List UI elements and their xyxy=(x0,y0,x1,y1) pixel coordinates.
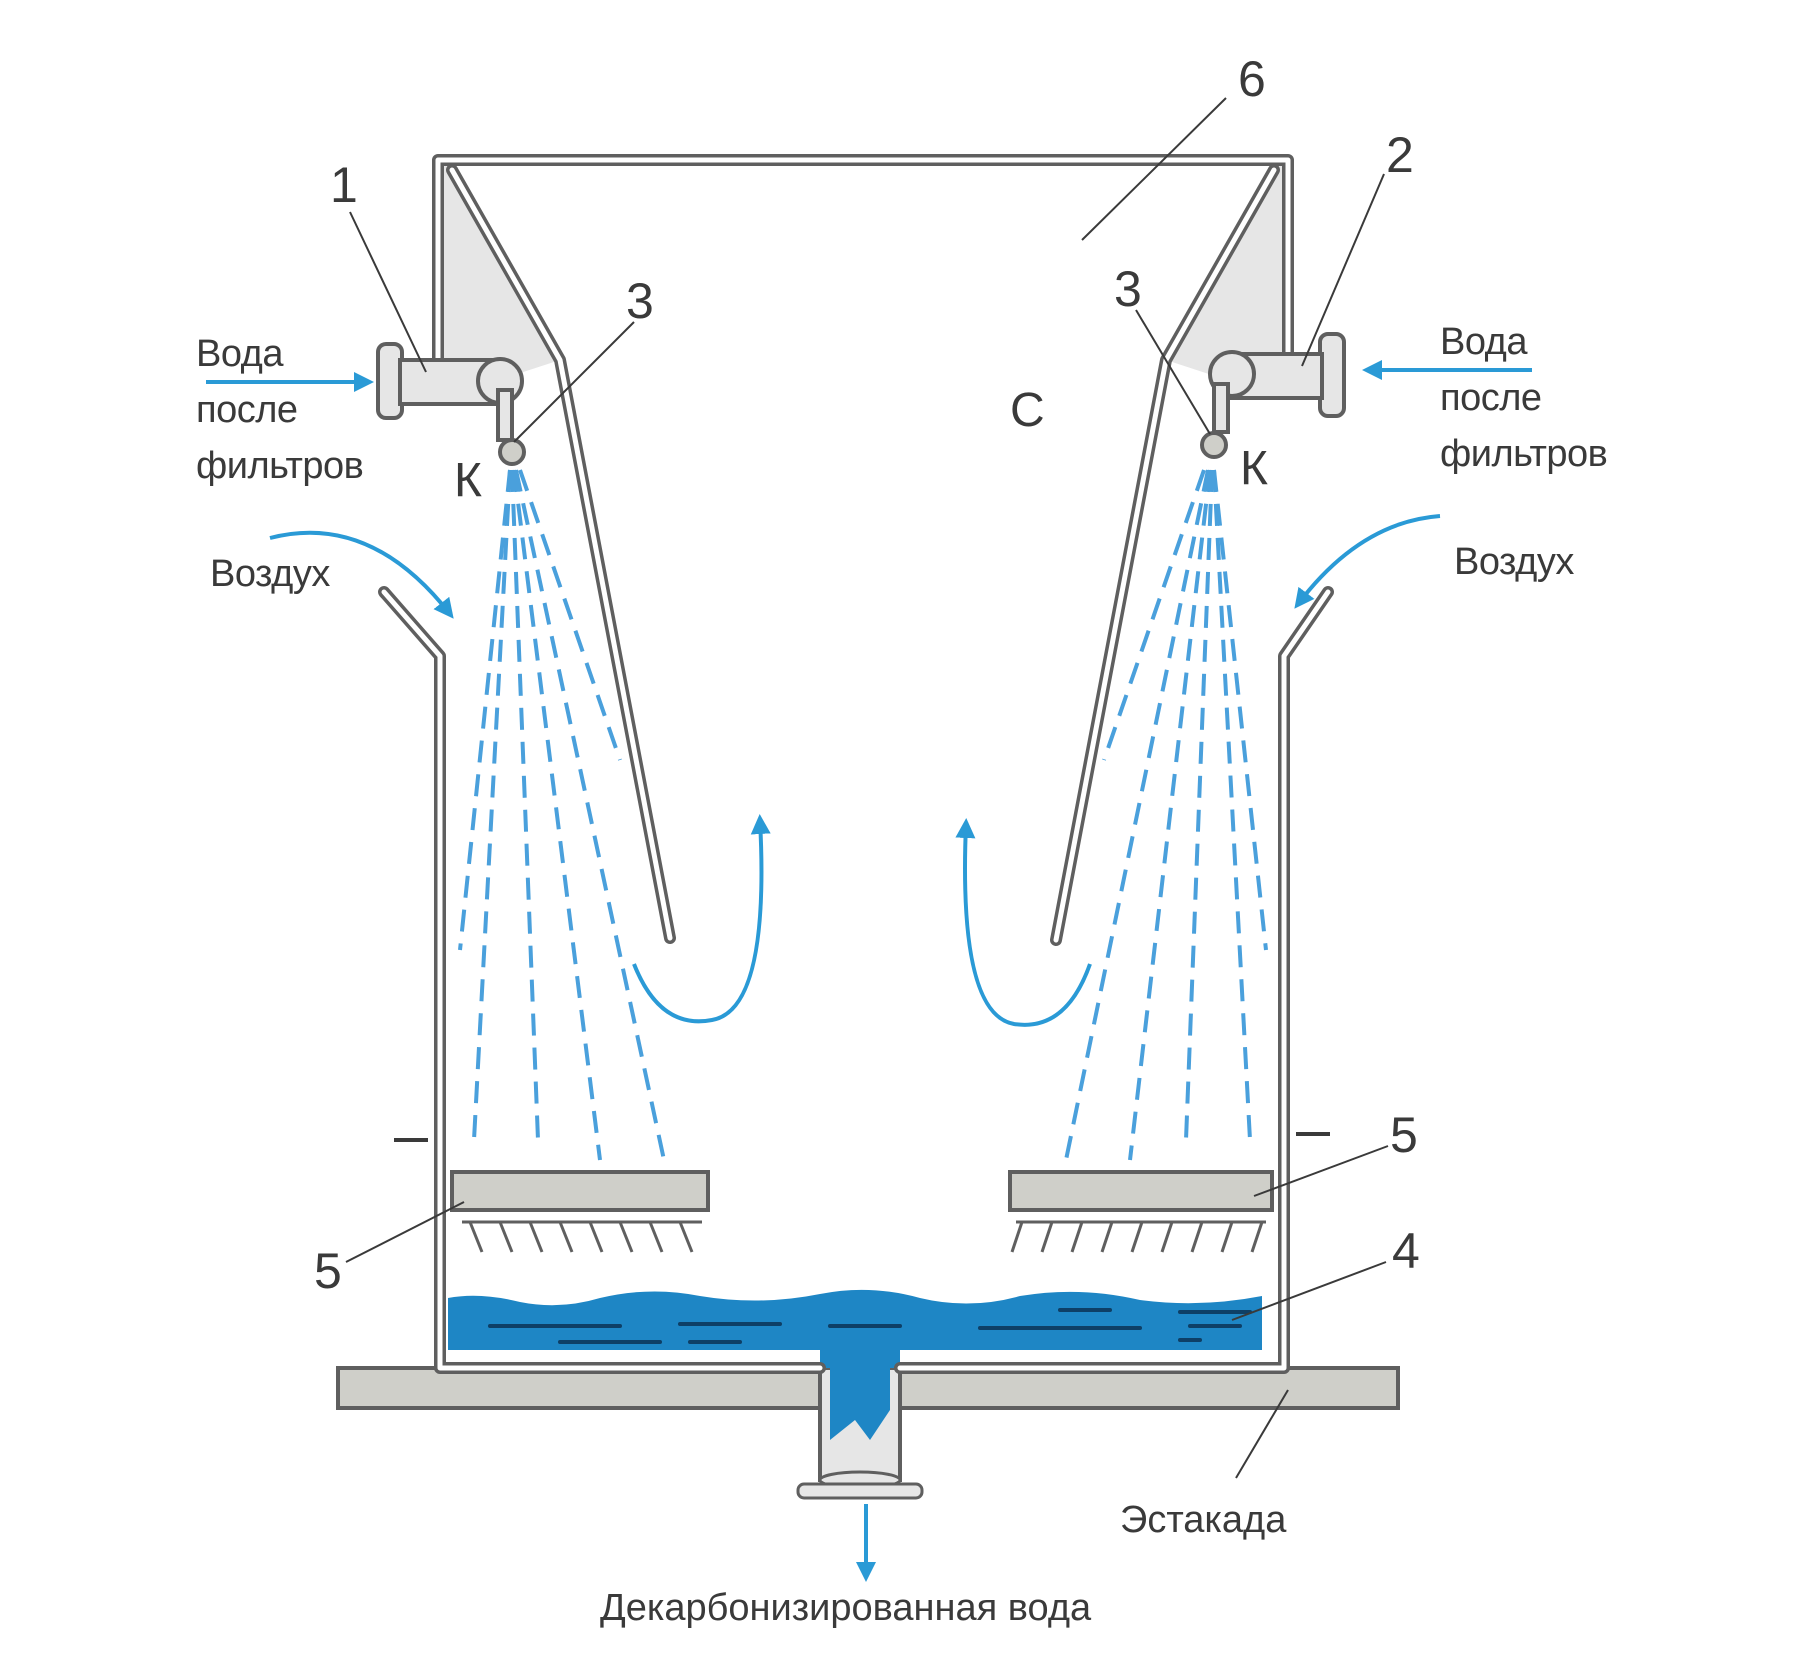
outlet-pipe xyxy=(796,1366,924,1500)
label-c: С xyxy=(1010,384,1045,437)
water-inlet-right-line3: фильтров xyxy=(1440,433,1607,475)
nozzle-left-icon xyxy=(498,438,526,466)
cone-deflector xyxy=(446,164,1280,946)
label-3-left: 3 xyxy=(626,273,654,329)
label-k-left: К xyxy=(454,454,482,507)
tray-right xyxy=(1008,1170,1274,1253)
outlet-label: Декарбонизированная вода xyxy=(600,1587,1092,1629)
flow-arrows xyxy=(206,360,1532,1582)
water-inlet-left-line2: после xyxy=(196,389,298,431)
label-5-right: 5 xyxy=(1390,1107,1418,1163)
label-2: 2 xyxy=(1386,127,1414,183)
inlet-pipe-right xyxy=(1208,332,1346,434)
water-inlet-left-line1: Вода xyxy=(196,333,284,375)
air-arrow-right xyxy=(1294,514,1441,609)
label-6: 6 xyxy=(1238,51,1266,107)
trestle-label: Эстакада xyxy=(1120,1499,1287,1541)
water-inlet-left-line3: фильтров xyxy=(196,445,363,487)
label-k-right: К xyxy=(1240,442,1268,495)
updraft-arrow-left xyxy=(632,814,771,1024)
hood xyxy=(432,154,1294,400)
leader-lines xyxy=(345,97,1389,1479)
updraft-arrow-right xyxy=(955,818,1092,1027)
water-inlet-right-line2: после xyxy=(1440,377,1542,419)
label-4: 4 xyxy=(1392,1223,1420,1279)
air-label-left: Воздух xyxy=(210,553,330,595)
nozzle-right-icon xyxy=(1200,431,1228,459)
water-inlet-right-line1: Вода xyxy=(1440,321,1528,363)
tray-left xyxy=(450,1170,710,1253)
label-1: 1 xyxy=(330,157,358,213)
label-3-right: 3 xyxy=(1114,261,1142,317)
air-label-right: Воздух xyxy=(1454,541,1574,583)
spray-right xyxy=(1064,469,1268,1161)
spray-left xyxy=(458,469,666,1161)
label-5-left: 5 xyxy=(314,1243,342,1299)
inlet-pipe-left xyxy=(376,342,524,442)
tank-body xyxy=(378,586,1334,1374)
air-arrow-left xyxy=(269,530,454,619)
tank-body-inner xyxy=(381,589,1331,1371)
water-reservoir xyxy=(448,1289,1262,1368)
